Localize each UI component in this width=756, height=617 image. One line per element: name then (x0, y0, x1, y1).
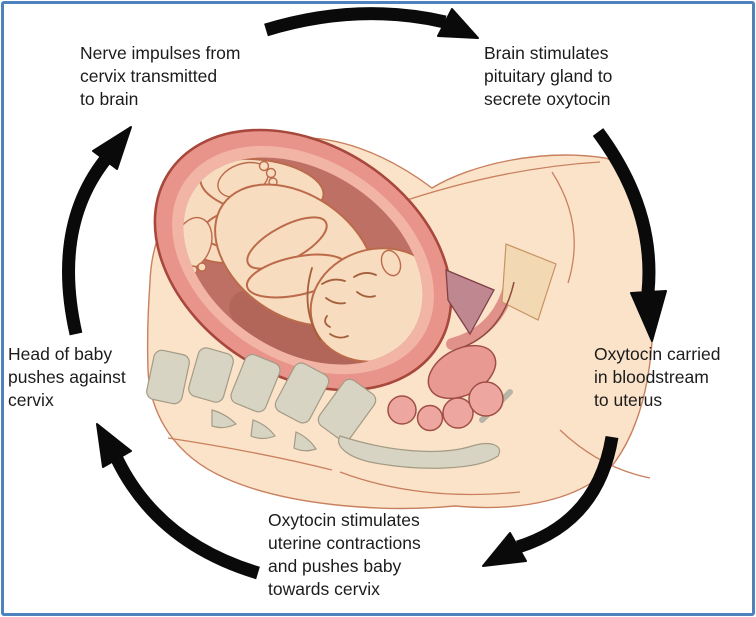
cycle-arrow-top (264, 7, 479, 39)
fetus-in-womb-illustration (146, 128, 654, 510)
pubic-bone (501, 243, 557, 321)
step-label-head-pushes-cervix: Head of baby pushes against cervix (8, 344, 126, 410)
cycle-arrow-bottom-left (96, 423, 260, 580)
pelvic-organs (387, 243, 557, 432)
spine (146, 347, 377, 452)
bladder (445, 268, 495, 336)
cycle-arrow-right (592, 128, 667, 342)
step-label-brain-pituitary: Brain stimulates pituitary gland to secr… (484, 43, 613, 109)
step-label-uterine-contractions: Oxytocin stimulates uterine contractions… (268, 510, 421, 599)
step-label-oxytocin-bloodstream: Oxytocin carried in bloodstream to uteru… (594, 344, 721, 410)
step-label-nerve-impulses: Nerve impulses from cervix transmitted t… (80, 43, 241, 109)
fetus-ear (380, 249, 402, 277)
intestinal-folds (387, 381, 504, 432)
cycle-arrow-left (62, 126, 132, 336)
cycle-arrow-bottom-right (482, 435, 619, 567)
cycle-arrows (62, 7, 667, 580)
fetus (169, 157, 445, 408)
